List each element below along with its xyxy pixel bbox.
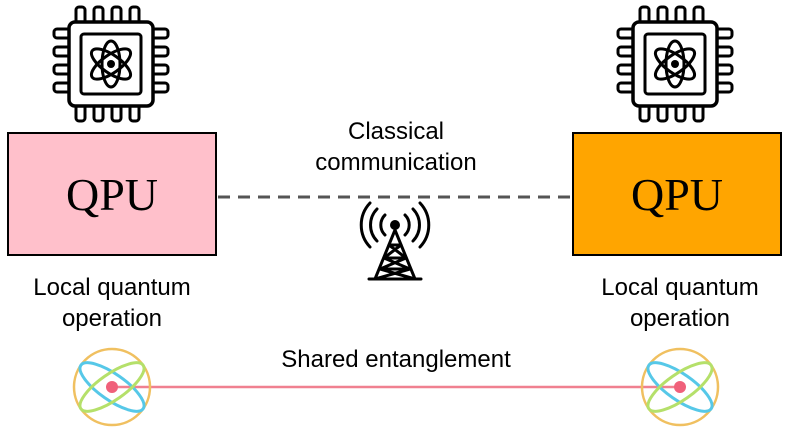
classical-communication-label: Classical communication [281, 116, 511, 178]
classical-label-line2: communication [315, 149, 477, 176]
left-caption-line1: Local quantum [33, 274, 191, 301]
left-qpu-box: QPU [7, 132, 217, 256]
right-qpu-box: QPU [572, 132, 782, 256]
quantum-chip-icon [616, 5, 734, 123]
radio-tower-icon [359, 201, 431, 281]
quantum-chip-icon [52, 5, 170, 123]
shared-entanglement-label: Shared entanglement [281, 346, 511, 373]
left-operation-caption: Local quantum operation [2, 272, 222, 334]
right-caption-line2: operation [629, 305, 731, 332]
right-operation-caption: Local quantum operation [570, 272, 790, 334]
left-caption-line2: operation [61, 305, 163, 332]
right-caption-line1: Local quantum [601, 274, 759, 301]
classical-label-line1: Classical [347, 118, 445, 145]
